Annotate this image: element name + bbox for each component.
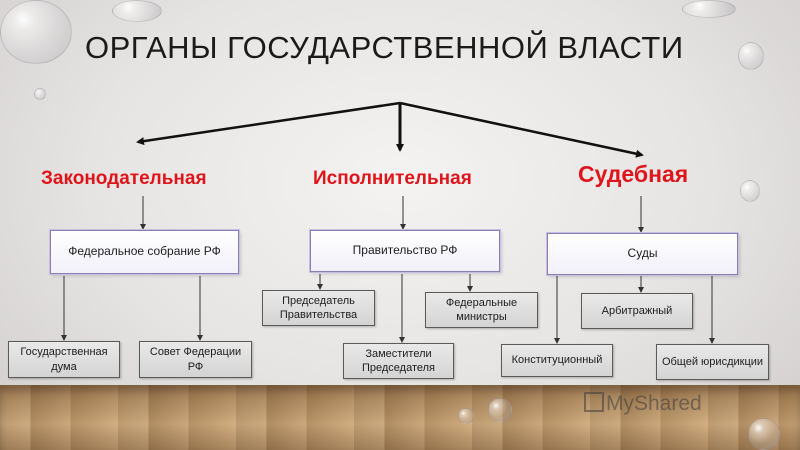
watermark-text: MyShared [606,392,702,415]
deputy-chairmen-text: Заместители Председателя [361,347,436,374]
water-drop-decoration [738,42,764,70]
water-drop-decoration [112,0,162,22]
prime-minister-text: Председатель Правительства [279,294,358,321]
wooden-floor [0,385,800,450]
water-drop-decoration [682,0,736,18]
courts-text: Суды [627,246,658,261]
branch-legislative-label: Законодательная [41,168,207,189]
page-title: ОРГАНЫ ГОСУДАРСТВЕННОЙ ВЛАСТИ [85,30,684,65]
arbitration-court-box: Арбитражный [581,293,693,329]
federal-assembly-text: Федеральное собрание РФ [68,244,221,259]
state-duma-text: Государственная дума [20,346,108,373]
federal-ministers-text: Федеральные министры [445,296,518,323]
water-drop-decoration [740,180,760,202]
prime-minister-box: Председатель Правительства [262,290,375,326]
general-jurisdiction-court-box: Общей юрисдикции [656,344,769,380]
federation-council-text: Совет Федерации РФ [149,346,242,373]
myshared-logo-icon [584,392,604,412]
arbitration-court-text: Арбитражный [601,304,673,317]
constitutional-court-text: Конституционный [511,354,603,367]
federal-assembly-box: Федеральное собрание РФ [50,230,239,274]
federation-council-box: Совет Федерации РФ [139,341,252,378]
government-box: Правительство РФ [310,230,500,272]
arrow-to-legislative [136,101,401,146]
state-duma-box: Государственная дума [8,341,120,378]
water-drop-decoration [0,0,72,64]
federal-ministers-box: Федеральные министры [425,292,538,328]
water-drop-decoration [458,408,474,424]
arrow-to-judicial [399,101,644,158]
water-drop-decoration [34,88,46,100]
branch-judicial-label: Судебная [578,161,689,187]
courts-box: Суды [547,233,738,275]
general-jurisdiction-court-text: Общей юрисдикции [661,355,764,368]
constitutional-court-box: Конституционный [501,344,613,377]
branch-executive-label: Исполнительная [313,168,472,189]
deputy-chairmen-box: Заместители Председателя [343,343,454,379]
government-text: Правительство РФ [352,243,458,258]
water-drop-decoration [488,398,512,422]
